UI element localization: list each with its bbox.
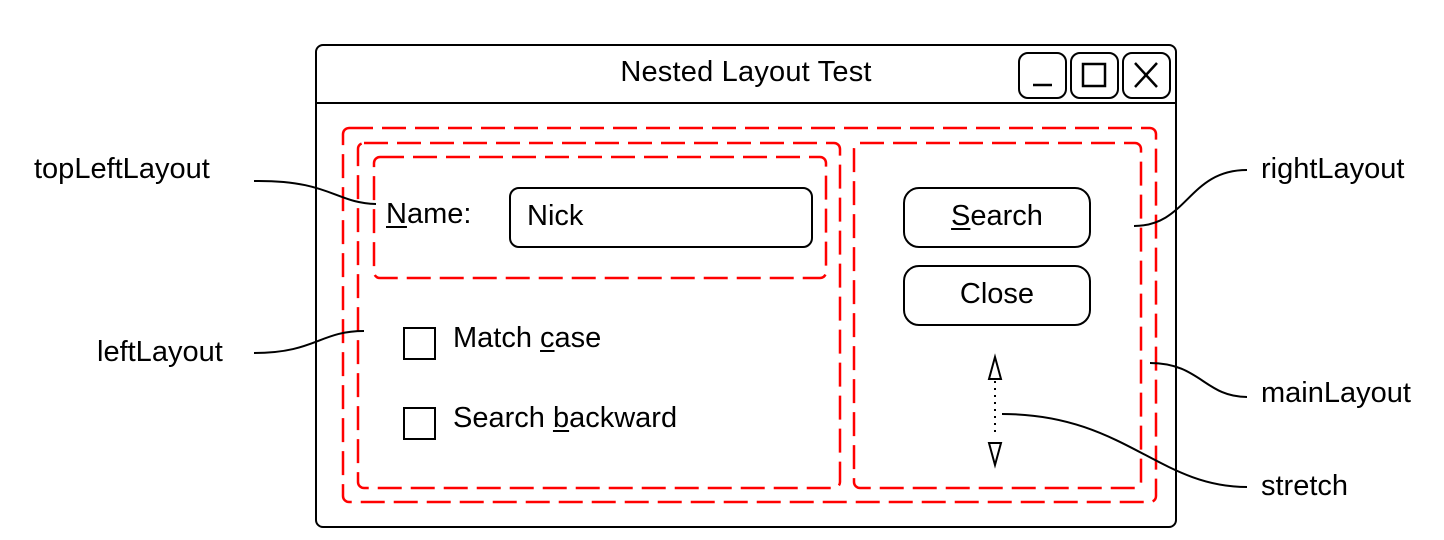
name-label: Name: (386, 198, 472, 230)
main-layout-outline (341, 126, 1158, 504)
stretch-callout: stretch (1261, 470, 1349, 502)
stretch-spring-icon (987, 353, 1003, 469)
top-left-layout-callout: topLeftLayout (34, 153, 210, 185)
match-case-checkbox[interactable] (403, 327, 436, 360)
left-layout-callout: leftLayout (97, 336, 223, 368)
match-case-label: Match case (453, 322, 602, 354)
right-layout-outline (852, 141, 1143, 490)
top-left-layout-outline (372, 155, 828, 280)
close-button[interactable] (1122, 52, 1171, 99)
maximize-button[interactable] (1070, 52, 1119, 99)
window-title: Nested Layout Test (620, 56, 872, 88)
title-bar: Nested Layout Test (317, 46, 1175, 104)
search-button[interactable]: Search (903, 187, 1091, 248)
name-input[interactable]: Nick (509, 187, 813, 248)
maximize-icon (1081, 62, 1107, 88)
search-backward-label: Search backward (453, 402, 678, 434)
right-layout-callout: rightLayout (1261, 153, 1405, 185)
search-backward-checkbox[interactable] (403, 407, 436, 440)
close-dialog-button[interactable]: Close (903, 265, 1091, 326)
top-left-layout-leader (253, 179, 377, 205)
left-layout-leader (253, 330, 365, 354)
minimize-button[interactable] (1018, 52, 1067, 99)
minimize-icon (1033, 83, 1052, 87)
name-input-value: Nick (527, 200, 584, 232)
left-layout-outline (356, 141, 842, 490)
close-icon (1134, 62, 1158, 88)
main-layout-leader (1149, 362, 1248, 398)
right-layout-leader (1133, 169, 1248, 227)
stretch-leader (1001, 413, 1248, 488)
main-layout-callout: mainLayout (1261, 377, 1411, 409)
